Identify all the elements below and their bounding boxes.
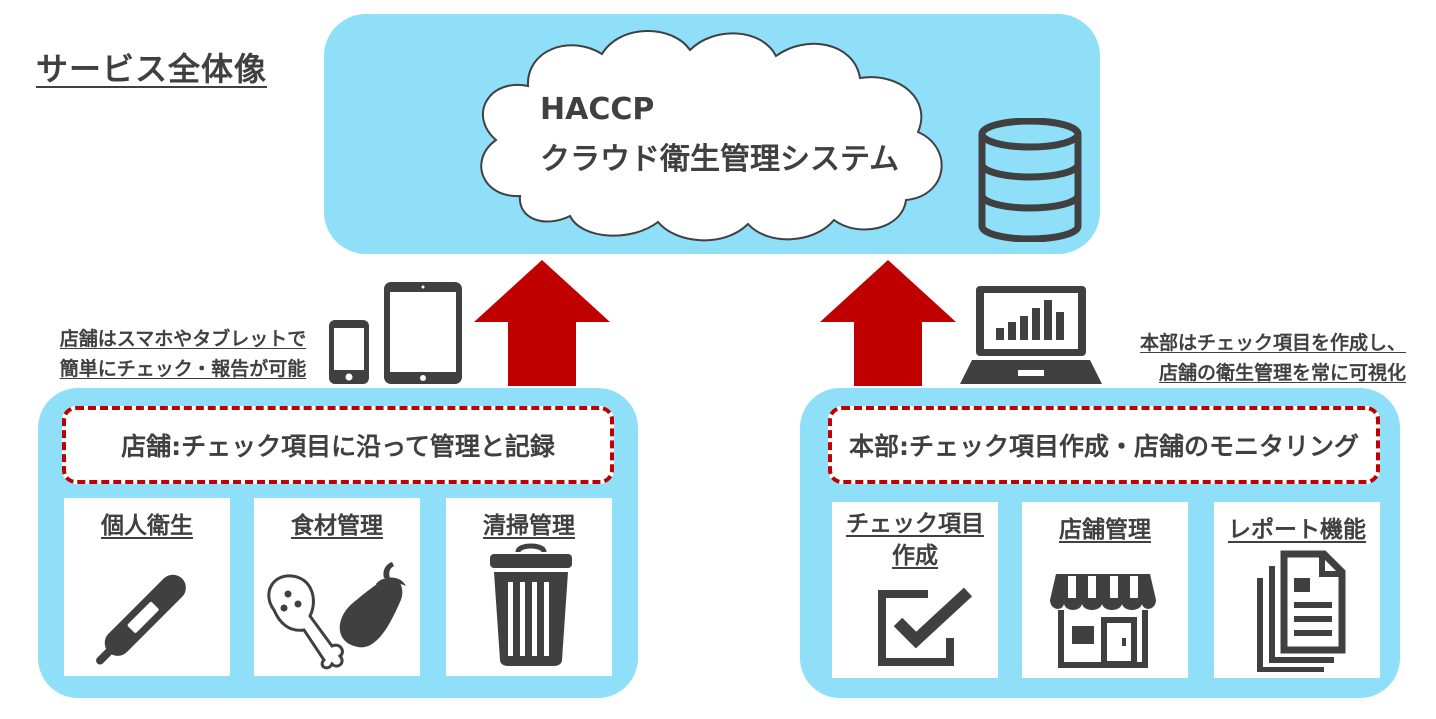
hq-header: 本部:チェック項目作成・店舗のモニタリング [828,406,1380,484]
upload-arrow-right [820,260,956,386]
card-label-line1: チェック項目 [846,511,984,537]
database-icon [978,118,1082,242]
upload-arrow-left [474,260,610,386]
store-caption: 店舗はスマホやタブレットで 簡単にチェック・報告が可能 [54,324,312,384]
card-label: 個人衛生 [101,513,193,539]
hq-caption-line1: 本部はチェック項目を作成し、 [1139,332,1406,354]
tablet-icon [384,282,462,384]
card-label: 店舗管理 [1059,517,1151,543]
card-personal-hygiene: 個人衛生 [64,498,230,676]
laptop-chart-icon [960,286,1102,384]
store-caption-line2: 簡単にチェック・報告が可能 [59,358,307,380]
cloud-subtitle: クラウド衛生管理システム [540,142,900,177]
store-caption-line1: 店舗はスマホやタブレットで [59,328,307,350]
store-icon [1050,574,1156,668]
card-label: 食材管理 [291,513,383,539]
checkbox-icon [878,587,973,666]
card-report-function: レポート機能 [1214,502,1380,678]
cloud-shape [480,30,943,242]
card-cleaning-management: 清掃管理 [446,498,612,676]
hq-caption: 本部はチェック項目を作成し、 店舗の衛生管理を常に可視化 [1116,328,1406,388]
card-label: レポート機能 [1228,517,1366,543]
food-icon [267,562,406,670]
card-label: チェック項目 作成 [832,508,998,572]
report-icon [1257,550,1346,672]
store-header: 店舗:チェック項目に沿って管理と記録 [62,406,614,484]
card-label: 清掃管理 [483,513,575,539]
smartphone-icon [329,320,369,384]
page-title: サービス全体像 [36,50,268,88]
trash-can-icon [490,543,572,666]
cloud-title: HACCP [540,92,655,127]
card-food-management: 食材管理 [254,498,420,676]
card-label-line2: 作成 [892,543,938,569]
card-create-check-items: チェック項目 作成 [832,502,998,678]
thermometer-icon [96,574,186,665]
card-store-management: 店舗管理 [1022,502,1188,678]
hq-caption-line2: 店舗の衛生管理を常に可視化 [1158,362,1406,384]
